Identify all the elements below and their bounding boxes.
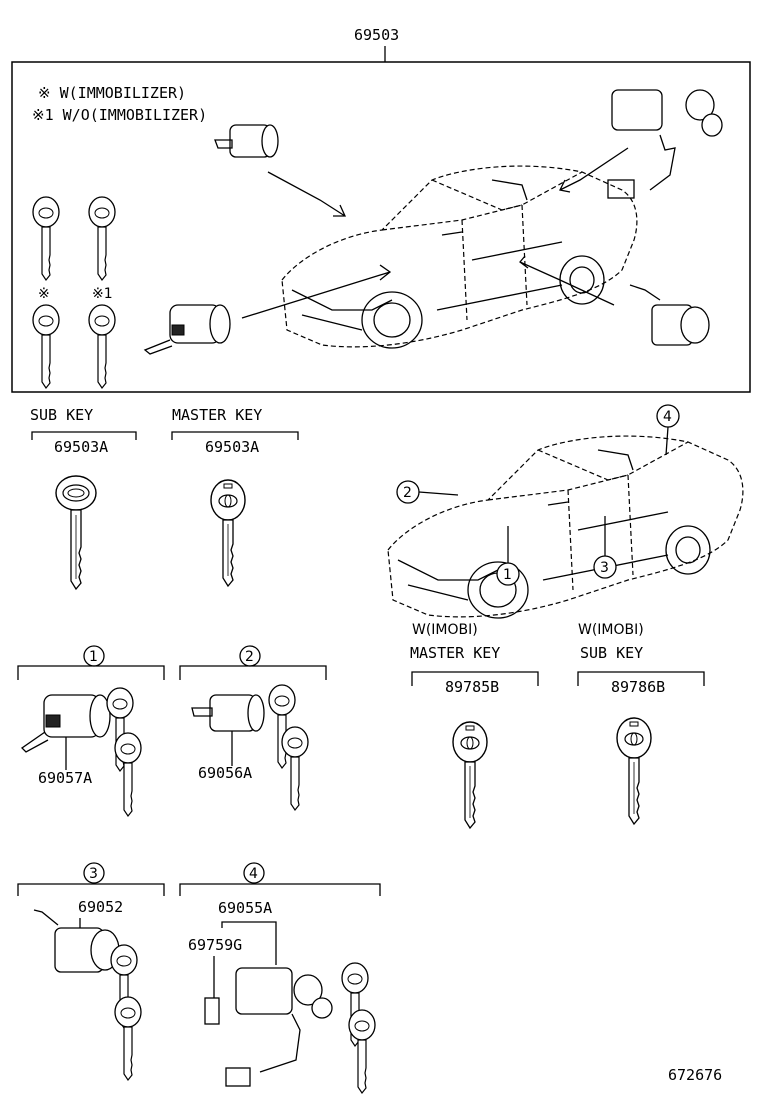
part-1-group: 1 69057A: [17, 645, 165, 817]
master-key-part-number: 69503A: [205, 438, 259, 456]
part-69057a: 69057A: [38, 769, 92, 787]
svg-text:2: 2: [245, 649, 254, 665]
part-4-group: 4 69055A 69759G: [179, 862, 381, 1094]
callout-2: 2: [396, 480, 459, 504]
sub-key-label: SUB KEY: [30, 406, 93, 424]
master-key-label: MASTER KEY: [172, 406, 262, 424]
arrows: [241, 147, 629, 319]
key-icon: [32, 196, 60, 281]
door-lock-cylinder-drawing: [214, 124, 279, 158]
rear-lock-drawing: [629, 284, 710, 346]
key-icon: [32, 304, 60, 389]
svg-text:4: 4: [249, 866, 258, 882]
car-outline-top: [281, 165, 638, 349]
legend-no-immobilizer: ※1 W/O(IMMOBILIZER): [32, 106, 207, 124]
key-mark-wo: ※1: [92, 286, 113, 302]
callout-1: 1: [496, 526, 520, 586]
callout-3: 3: [593, 516, 617, 579]
key-icon: [88, 304, 116, 389]
part-2-group: 2 69056A: [179, 645, 327, 811]
master-key-icon: [210, 479, 246, 587]
svg-text:1: 1: [89, 649, 98, 665]
svg-text:3: 3: [600, 560, 609, 576]
imobi-master-key-part-number: 89785B: [445, 678, 499, 696]
svg-text:3: 3: [89, 866, 98, 882]
part-69056a: 69056A: [198, 764, 252, 782]
trunk-lock-drawing: [607, 89, 723, 199]
imobi-sub-note: W(IMOBI): [578, 622, 644, 638]
part-69055a: 69055A: [218, 899, 272, 917]
sub-key-icon: [55, 475, 97, 590]
assembly-number: 69503: [354, 26, 399, 44]
imobi-sub-key-part-number: 89786B: [611, 678, 665, 696]
callout-4: 4: [656, 404, 680, 456]
key-mark-w: ※: [38, 286, 50, 302]
svg-text:4: 4: [663, 409, 672, 425]
assembly-frame: [11, 61, 751, 393]
svg-text:2: 2: [403, 485, 412, 501]
imobi-master-key-label: MASTER KEY: [410, 644, 500, 662]
imobi-sub-key-label: SUB KEY: [580, 644, 643, 662]
svg-text:1: 1: [503, 567, 512, 583]
car-outline-callouts: [387, 435, 744, 619]
part-69052: 69052: [78, 898, 123, 916]
part-3-group: 3 69052: [17, 862, 165, 1081]
part-69759g: 69759G: [188, 936, 242, 954]
imobi-master-note: W(IMOBI): [412, 622, 478, 638]
ignition-lock-drawing: [143, 304, 231, 355]
key-icon: [88, 196, 116, 281]
diagram-id: 672676: [668, 1066, 722, 1084]
imobi-master-key-icon: [452, 721, 488, 829]
imobi-sub-key-icon: [616, 717, 652, 825]
sub-key-part-number: 69503A: [54, 438, 108, 456]
legend-immobilizer: ※ W(IMMOBILIZER): [38, 84, 186, 102]
